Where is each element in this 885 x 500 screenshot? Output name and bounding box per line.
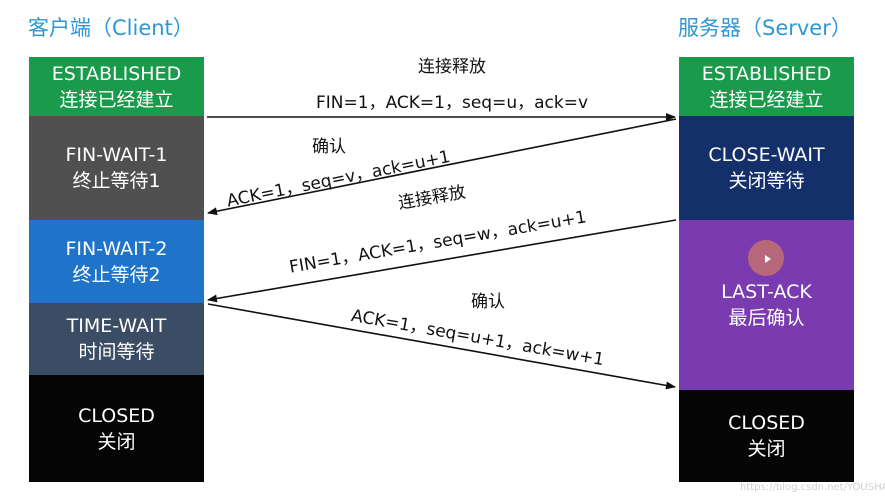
state-label-en: ESTABLISHED bbox=[51, 62, 182, 85]
message-1-detail: FIN=1，ACK=1，seq=u，ack=v bbox=[316, 93, 589, 113]
state-label-en: FIN-WAIT-2 bbox=[65, 237, 168, 260]
server-state-close-wait: CLOSE-WAIT 关闭等待 bbox=[679, 116, 854, 220]
message-1-title: 连接释放 bbox=[418, 57, 486, 77]
client-state-fin-wait-2: FIN-WAIT-2 终止等待2 bbox=[29, 220, 204, 303]
state-label-zh: 关闭 bbox=[97, 430, 136, 453]
state-label-zh: 连接已经建立 bbox=[59, 88, 174, 111]
arrow-ack-client-to-server bbox=[207, 303, 676, 390]
state-label-zh: 连接已经建立 bbox=[709, 88, 824, 111]
state-label-en: FIN-WAIT-1 bbox=[65, 144, 168, 166]
state-label-zh: 最后确认 bbox=[728, 307, 805, 329]
state-label-zh: 关闭等待 bbox=[728, 170, 805, 192]
client-state-time-wait: TIME-WAIT 时间等待 bbox=[29, 303, 204, 375]
state-label-en: CLOSED bbox=[728, 412, 805, 434]
state-label-en: LAST-ACK bbox=[721, 281, 812, 303]
server-state-closed: CLOSED 关闭 bbox=[679, 390, 854, 482]
state-label-en: CLOSE-WAIT bbox=[708, 144, 825, 166]
message-4-title: 确认 bbox=[471, 292, 505, 312]
watermark: https://blog.csdn.net/YOUSHAN bbox=[740, 482, 885, 493]
state-label-zh: 关闭 bbox=[747, 438, 786, 460]
client-state-fin-wait-1: FIN-WAIT-1 终止等待1 bbox=[29, 116, 204, 220]
mouse-pointer-icon bbox=[748, 240, 784, 276]
arrow-fin-server-to-client bbox=[207, 219, 677, 303]
client-state-closed: CLOSED 关闭 bbox=[29, 375, 204, 482]
state-label-en: CLOSED bbox=[78, 404, 155, 427]
client-title: 客户端（Client） bbox=[28, 16, 194, 40]
message-2-title: 确认 bbox=[312, 137, 346, 157]
state-label-zh: 终止等待2 bbox=[72, 263, 161, 286]
server-state-established: ESTABLISHED 连接已经建立 bbox=[679, 57, 854, 116]
state-label-en: ESTABLISHED bbox=[701, 62, 832, 85]
state-label-zh: 时间等待 bbox=[78, 341, 155, 363]
server-title: 服务器（Server） bbox=[678, 16, 852, 40]
state-label-zh: 终止等待1 bbox=[72, 170, 161, 192]
arrow-ack-server-to-client bbox=[207, 118, 677, 216]
client-state-established: ESTABLISHED 连接已经建立 bbox=[29, 57, 204, 116]
state-label-en: TIME-WAIT bbox=[66, 315, 167, 337]
